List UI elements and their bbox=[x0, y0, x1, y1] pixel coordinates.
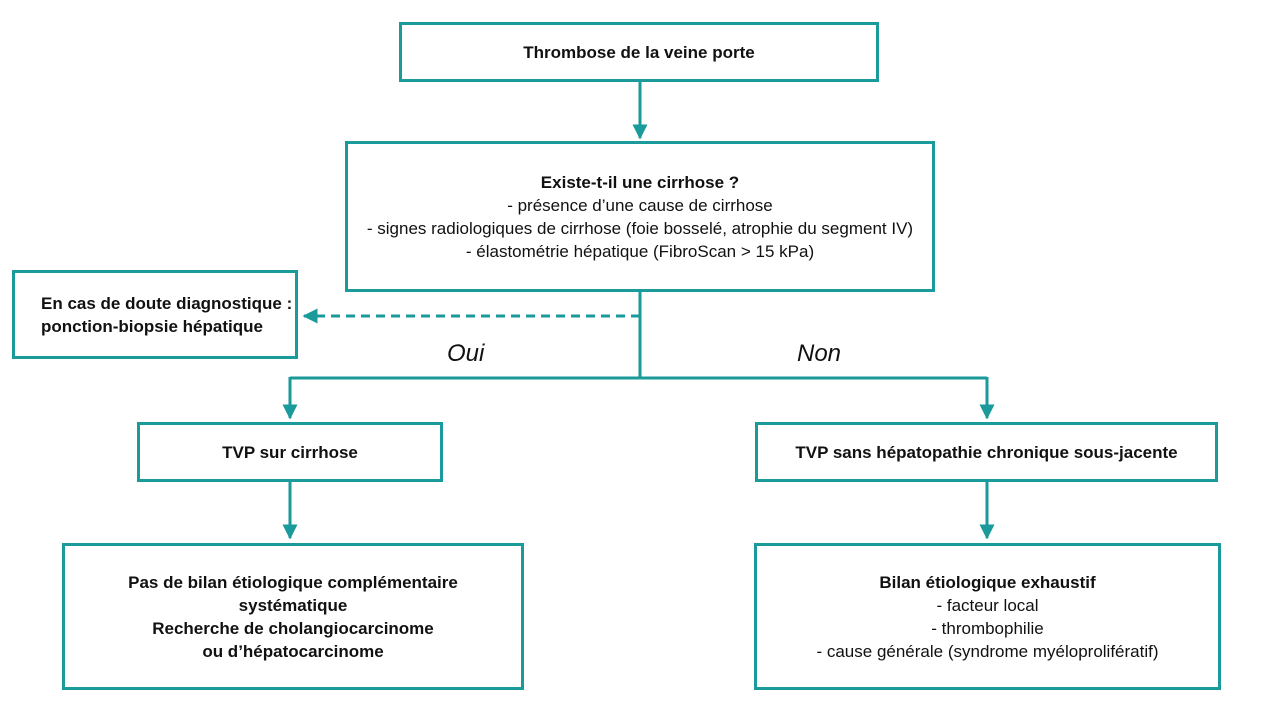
node-question: Existe-t-il une cirrhose ? - présence d’… bbox=[345, 141, 935, 292]
node-tvp-cirrhose-title: TVP sur cirrhose bbox=[222, 442, 358, 462]
branch-label-yes: Oui bbox=[447, 340, 485, 367]
node-no-bilan-line: systématique bbox=[238, 595, 348, 615]
node-bilan-line: - cause générale (syndrome myéloprolifér… bbox=[816, 641, 1159, 661]
node-tvp-sans-title: TVP sans hépatopathie chronique sous-jac… bbox=[795, 442, 1178, 462]
node-question-line: - signes radiologiques de cirrhose (foie… bbox=[366, 218, 914, 238]
node-bilan: Bilan étiologique exhaustif - facteur lo… bbox=[754, 543, 1221, 690]
node-doubt: En cas de doute diagnostique : ponction-… bbox=[12, 270, 298, 359]
node-root-title: Thrombose de la veine porte bbox=[523, 42, 755, 62]
node-doubt-line: ponction-biopsie hépatique bbox=[41, 316, 263, 336]
node-no-bilan: Pas de bilan étiologique complémentaire … bbox=[62, 543, 524, 690]
branch-label-no: Non bbox=[797, 340, 842, 367]
node-no-bilan-line: ou d’hépatocarcinome bbox=[202, 641, 384, 661]
node-bilan-title: Bilan étiologique exhaustif bbox=[879, 572, 1096, 592]
node-tvp-cirrhose: TVP sur cirrhose bbox=[137, 422, 443, 482]
node-root: Thrombose de la veine porte bbox=[399, 22, 879, 82]
node-bilan-line: - thrombophilie bbox=[931, 618, 1044, 638]
node-question-line: - élastométrie hépatique (FibroScan > 15… bbox=[465, 241, 815, 261]
node-bilan-line: - facteur local bbox=[936, 595, 1039, 615]
node-no-bilan-line: Recherche de cholangiocarcinome bbox=[152, 618, 434, 638]
node-tvp-sans: TVP sans hépatopathie chronique sous-jac… bbox=[755, 422, 1218, 482]
node-question-line: - présence d’une cause de cirrhose bbox=[507, 195, 773, 215]
node-doubt-line: En cas de doute diagnostique : bbox=[41, 293, 293, 313]
node-question-title: Existe-t-il une cirrhose ? bbox=[540, 172, 740, 192]
node-no-bilan-line: Pas de bilan étiologique complémentaire bbox=[128, 572, 458, 592]
